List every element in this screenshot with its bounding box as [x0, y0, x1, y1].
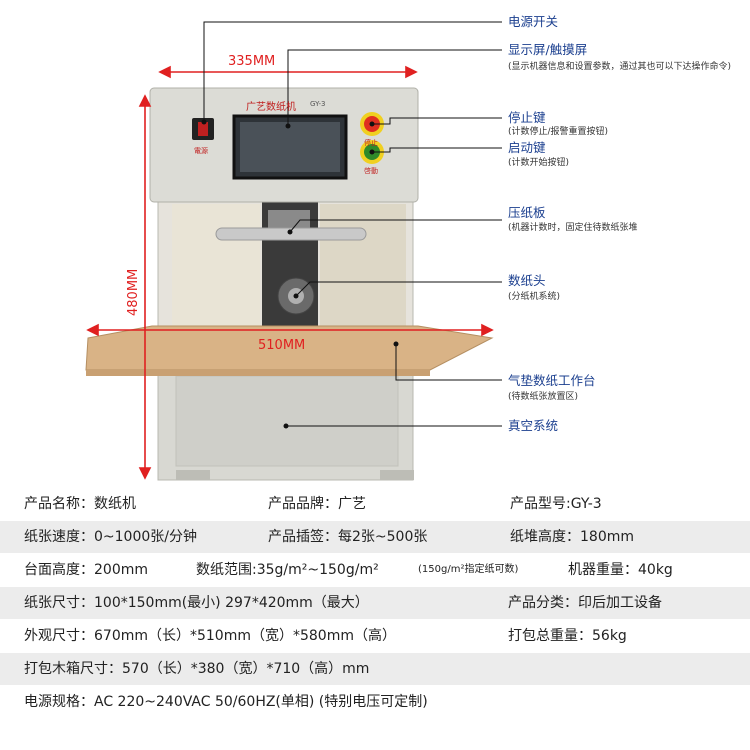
dimension-top-label: 335MM: [228, 54, 276, 69]
spec-model: 产品型号:GY-3: [510, 496, 602, 512]
air-table-edge: [86, 370, 430, 376]
callout-start-key-desc: (计数开始按钮): [508, 158, 570, 168]
callout-press-plate-desc: (机器计数时，固定住待数纸张堆: [508, 223, 638, 233]
spec-machine-weight: 机器重量：40kg: [568, 562, 673, 578]
spec-dimensions: 外观尺寸：670mm（长）*510mm（宽）*580mm（高）: [24, 628, 396, 644]
spec-counting-range-note: (150g/m²指定纸可数): [418, 564, 519, 575]
callout-stop-key-desc: (计数停止/报警重置按钮): [508, 127, 609, 137]
product-figure: 广艺数纸机 GY-3 電源 停止 啓動 335MM 480MM 510MM 电源…: [85, 14, 732, 481]
callout-touch-screen-title: 显示屏/触摸屏: [508, 42, 588, 57]
spec-tab-insert: 产品插签：每2张~500张: [268, 529, 428, 545]
spec-row: 电源规格：AC 220~240VAC 50/60HZ(单相) (特别电压可定制): [0, 686, 750, 718]
inner-wall-right: [320, 204, 406, 336]
spec-table: 产品名称：数纸机 产品品牌：广艺 产品型号:GY-3 纸张速度：0~1000张/…: [0, 488, 750, 750]
foot-right: [380, 470, 414, 480]
callout-touch-screen-desc: (显示机器信息和设置参数，通过其也可以下达操作命令): [508, 62, 732, 72]
touch-screen-glass: [240, 122, 340, 172]
inner-wall-left: [172, 204, 260, 336]
callout-counting-head-desc: (分纸机系统): [508, 292, 561, 302]
spec-row: 打包木箱尺寸：570（长）*380（宽）*710（高）mm: [0, 653, 750, 685]
machine-brand-plate: 广艺数纸机: [246, 102, 296, 113]
spec-power-supply: 电源规格：AC 220~240VAC 50/60HZ(单相) (特别电压可定制): [24, 694, 428, 710]
callout-air-table-desc: (待数纸张放置区): [508, 392, 579, 402]
spec-paper-size: 纸张尺寸：100*150mm(最小) 297*420mm（最大）: [24, 595, 369, 611]
spec-row: 纸张速度：0~1000张/分钟 产品插签：每2张~500张 纸堆高度：180mm: [0, 521, 750, 553]
cabinet-panel: [175, 375, 399, 467]
spec-crate-size: 打包木箱尺寸：570（长）*380（宽）*710（高）mm: [24, 661, 370, 677]
dimension-height-label: 480MM: [126, 268, 141, 316]
power-switch-label: 電源: [194, 147, 208, 155]
spec-row: 台面高度：200mm 数纸范围:35g/m²~150g/m² (150g/m²指…: [0, 554, 750, 586]
callout-leaders: [203, 21, 502, 427]
spec-product-name: 产品名称：数纸机: [24, 496, 136, 512]
callout-start-key-title: 启动键: [508, 140, 546, 155]
power-switch-rocker: [198, 122, 208, 136]
callout-power-switch-title: 电源开关: [508, 14, 559, 29]
foot-left: [176, 470, 210, 480]
machine-model-plate: GY-3: [310, 100, 326, 108]
spec-category: 产品分类：印后加工设备: [508, 595, 662, 611]
start-button-label: 啓動: [364, 167, 378, 175]
stop-button-label: 停止: [364, 139, 378, 147]
spec-table-height: 台面高度：200mm: [24, 562, 148, 578]
dimension-lines: [86, 65, 494, 480]
machine-illustration: [85, 21, 502, 481]
spec-row: 纸张尺寸：100*150mm(最小) 297*420mm（最大） 产品分类：印后…: [0, 587, 750, 619]
callout-stop-key-title: 停止键: [508, 110, 546, 125]
callout-press-plate-title: 压纸板: [508, 205, 546, 220]
spec-brand: 产品品牌：广艺: [268, 496, 366, 512]
spec-row: 产品名称：数纸机 产品品牌：广艺 产品型号:GY-3: [0, 488, 750, 520]
callout-air-table-title: 气垫数纸工作台: [508, 373, 596, 388]
callout-vacuum-title: 真空系统: [508, 418, 559, 433]
spec-package-weight: 打包总重量：56kg: [508, 628, 627, 644]
spec-paper-speed: 纸张速度：0~1000张/分钟: [24, 529, 197, 545]
spec-stack-height: 纸堆高度：180mm: [510, 529, 634, 545]
callout-dots: [201, 119, 399, 429]
spec-counting-range: 数纸范围:35g/m²~150g/m²: [196, 562, 379, 578]
spec-row: 外观尺寸：670mm（长）*510mm（宽）*580mm（高） 打包总重量：56…: [0, 620, 750, 652]
callout-counting-head-title: 数纸头: [508, 273, 546, 288]
dimension-table-label: 510MM: [258, 338, 306, 353]
